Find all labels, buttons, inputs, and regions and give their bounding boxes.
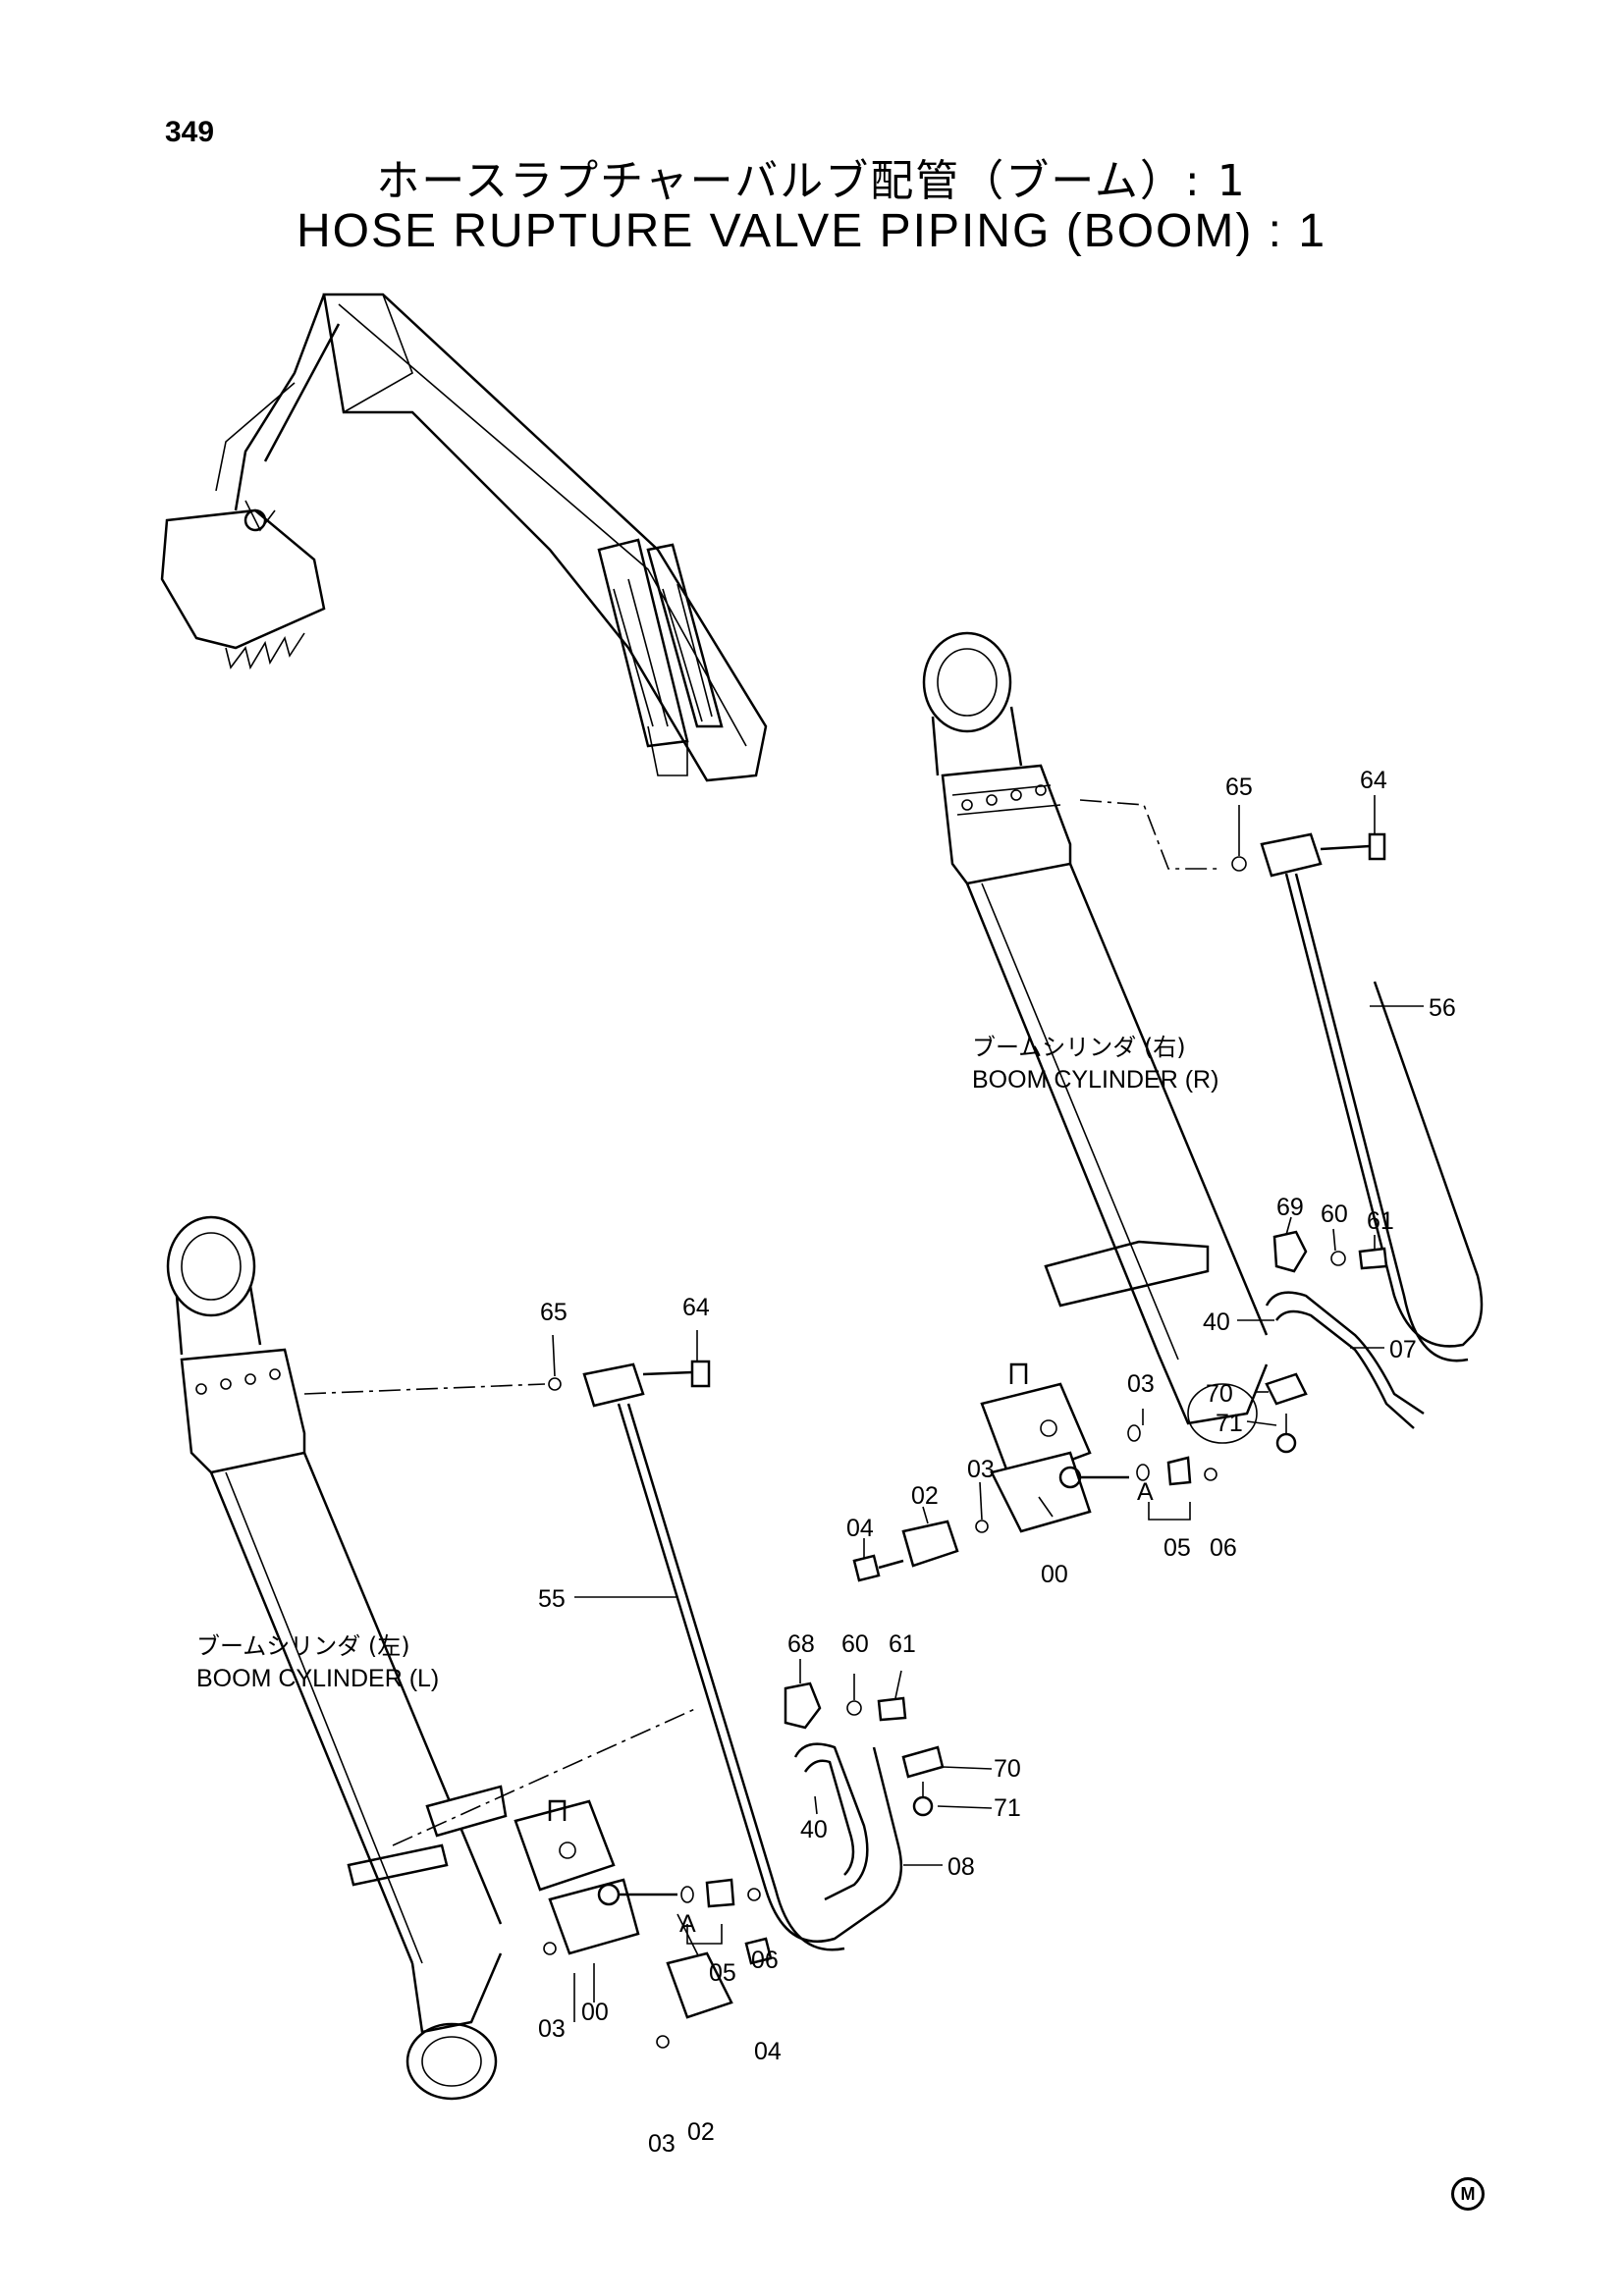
boom-cylinder-left: [166, 1215, 508, 2101]
title-english: HOSE RUPTURE VALVE PIPING (BOOM) : 1: [296, 205, 1327, 257]
callout-04-left: 04: [754, 2038, 782, 2065]
left-callout-labels: 65 64 55 68 60 61 70 71 40 08 A 05 06 03…: [538, 1294, 1021, 2158]
callout-65-right: 65: [1225, 774, 1253, 801]
callout-71-left: 71: [994, 1794, 1021, 1822]
right-hose-rupture-valve-assembly: [852, 799, 1484, 1582]
callout-65-left: 65: [540, 1299, 568, 1326]
callout-05-right: 05: [1163, 1534, 1191, 1562]
right-leader-lines: [863, 795, 1424, 1559]
callout-56: 56: [1429, 994, 1456, 1022]
callout-03a-right: 03: [1127, 1370, 1155, 1398]
callout-02-right: 02: [911, 1482, 939, 1510]
cylinder-right-label-jp: ブームシリンダ (右): [972, 1034, 1186, 1061]
right-callout-labels: 65 64 56 69 60 61 40 07 70 71 03 02 03 0…: [846, 767, 1456, 1588]
title-japanese: ホースラプチャーバルブ配管（ブーム）: 1: [376, 156, 1247, 206]
cylinder-right-label-en: BOOM CYLINDER (R): [972, 1066, 1218, 1094]
callout-70-left: 70: [994, 1755, 1021, 1783]
callout-00-right: 00: [1041, 1561, 1068, 1588]
callout-64-right: 64: [1360, 767, 1387, 794]
callout-06-left: 06: [751, 1947, 779, 1974]
callout-71-right: 71: [1216, 1410, 1243, 1437]
callout-61-right: 61: [1367, 1207, 1394, 1235]
callout-69: 69: [1276, 1194, 1304, 1221]
callout-03a-left: 03: [538, 2015, 566, 2043]
page-number: 349: [165, 116, 215, 148]
callout-08: 08: [947, 1853, 975, 1881]
cylinder-left-label-jp: ブームシリンダ (左): [196, 1632, 410, 1660]
callout-40-right: 40: [1203, 1308, 1230, 1336]
callout-07: 07: [1389, 1336, 1417, 1363]
callout-68: 68: [787, 1630, 815, 1658]
callout-60-right: 60: [1321, 1201, 1348, 1228]
callout-55: 55: [538, 1585, 566, 1613]
left-leader-lines: [552, 1330, 993, 2022]
callout-40-left: 40: [800, 1816, 828, 1843]
callout-00-left: 00: [581, 1999, 609, 2026]
callout-64-left: 64: [682, 1294, 710, 1321]
callout-03b-left: 03: [648, 2130, 676, 2158]
excavator-overview-illustration: [160, 293, 768, 782]
callout-70-right: 70: [1206, 1380, 1233, 1408]
cylinder-left-label-en: BOOM CYLINDER (L): [196, 1665, 439, 1692]
callout-06-right: 06: [1210, 1534, 1237, 1562]
callout-60-left: 60: [841, 1630, 869, 1658]
corner-mark: M: [1451, 2177, 1485, 2211]
boom-cylinder-right: [922, 631, 1269, 1444]
callout-05-left: 05: [709, 1959, 736, 1987]
left-hose-rupture-valve-assembly: [303, 1360, 945, 2049]
callout-61-left: 61: [889, 1630, 916, 1658]
callout-02-left: 02: [687, 2118, 715, 2146]
callout-a-left: A: [679, 1910, 696, 1938]
callout-03b-right: 03: [967, 1456, 995, 1483]
callout-a-right: A: [1137, 1478, 1154, 1506]
callout-04-right: 04: [846, 1515, 874, 1542]
